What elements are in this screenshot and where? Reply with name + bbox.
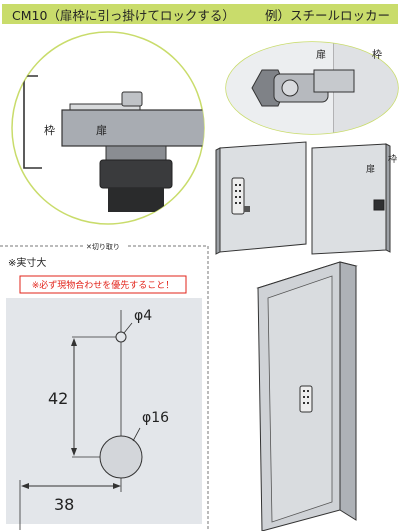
- tall-locker: [256, 261, 358, 531]
- lock-detail-large: 枠 扉: [11, 31, 205, 225]
- cut-label: ✕切り取り: [86, 243, 120, 251]
- header-title: CM10（扉枠に引っ掛けてロックする）: [12, 7, 235, 23]
- actual-size-label: ※実寸大: [8, 256, 46, 269]
- door-section: [61, 109, 204, 147]
- locker-keypad-icon: [299, 385, 313, 413]
- small-hole-label: φ4: [134, 308, 152, 324]
- keypad-icon: [231, 177, 245, 215]
- lock-icon: [373, 199, 385, 211]
- small-frame-label: 枠: [372, 48, 382, 61]
- door-label: 扉: [96, 124, 107, 137]
- doors-frame-label: 枠: [388, 153, 397, 165]
- header-banner: CM10（扉枠に引っ掛けてロックする） 例）スチールロッカー: [2, 4, 398, 24]
- frame-outline: [23, 75, 42, 169]
- warning-text: ※必ず現物合わせを優先すること！: [32, 279, 175, 291]
- horizontal-dimension: 38: [54, 495, 74, 514]
- drilling-template: ✕切り取り ※実寸大 ※必ず現物合わせを優先すること！ 42 φ4 φ16 38: [0, 243, 209, 531]
- large-hole: [99, 435, 143, 479]
- header-example: 例）スチールロッカー: [264, 7, 390, 23]
- frame-label: 枠: [44, 123, 55, 137]
- lock-detail-small: 扉 枠: [225, 41, 399, 135]
- vertical-dimension: 42: [48, 389, 68, 408]
- small-door-label: 扉: [316, 48, 326, 61]
- small-hole: [115, 331, 127, 343]
- locker-doors: 扉 枠: [215, 141, 397, 255]
- large-hole-label: φ16: [142, 410, 169, 426]
- doors-door-label: 扉: [366, 163, 375, 175]
